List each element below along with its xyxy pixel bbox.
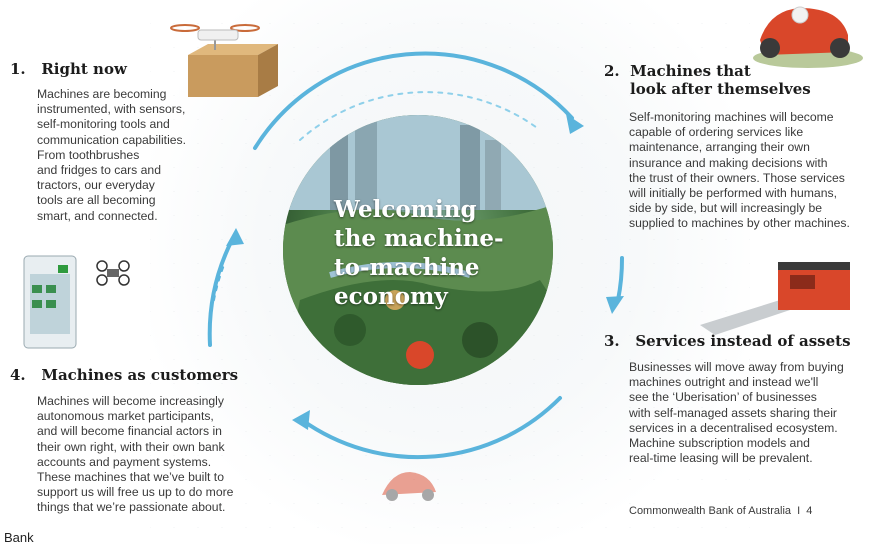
arrow-heads <box>226 114 624 430</box>
section-4-title: 4. Machines as customers <box>10 366 239 384</box>
lawn-mower-robot-icon <box>753 6 863 68</box>
small-drone-icon <box>96 260 130 286</box>
page-footer: Commonwealth Bank of Australia I 4 <box>629 505 813 517</box>
section-2-body: Self-monitoring machines will become cap… <box>629 110 850 231</box>
arrow-left <box>207 238 234 347</box>
arrow-top <box>253 51 574 150</box>
section-3-body: Businesses will move away from buying ma… <box>629 360 844 466</box>
section-1-body: Machines are becoming instrumented, with… <box>37 87 187 223</box>
drone-delivery-icon <box>170 24 278 97</box>
center-title: Welcoming the machine- to-machine econom… <box>334 196 504 310</box>
mower-robot-icon <box>382 472 436 501</box>
section-2-title: 2. Machines that look after themselves <box>604 62 811 98</box>
section-3-title: 3. Services instead of assets <box>604 332 851 350</box>
bottom-fragment-text: Bank <box>4 530 34 545</box>
section-1-title: 1. Right now <box>10 60 127 78</box>
vending-kiosk-icon <box>23 255 77 349</box>
arrow-right <box>616 256 625 302</box>
conveyor-machine-icon <box>700 262 850 335</box>
arrow-bottom <box>300 396 562 460</box>
central-scene <box>283 115 553 385</box>
section-4-body: Machines will become increasingly autono… <box>37 394 234 515</box>
